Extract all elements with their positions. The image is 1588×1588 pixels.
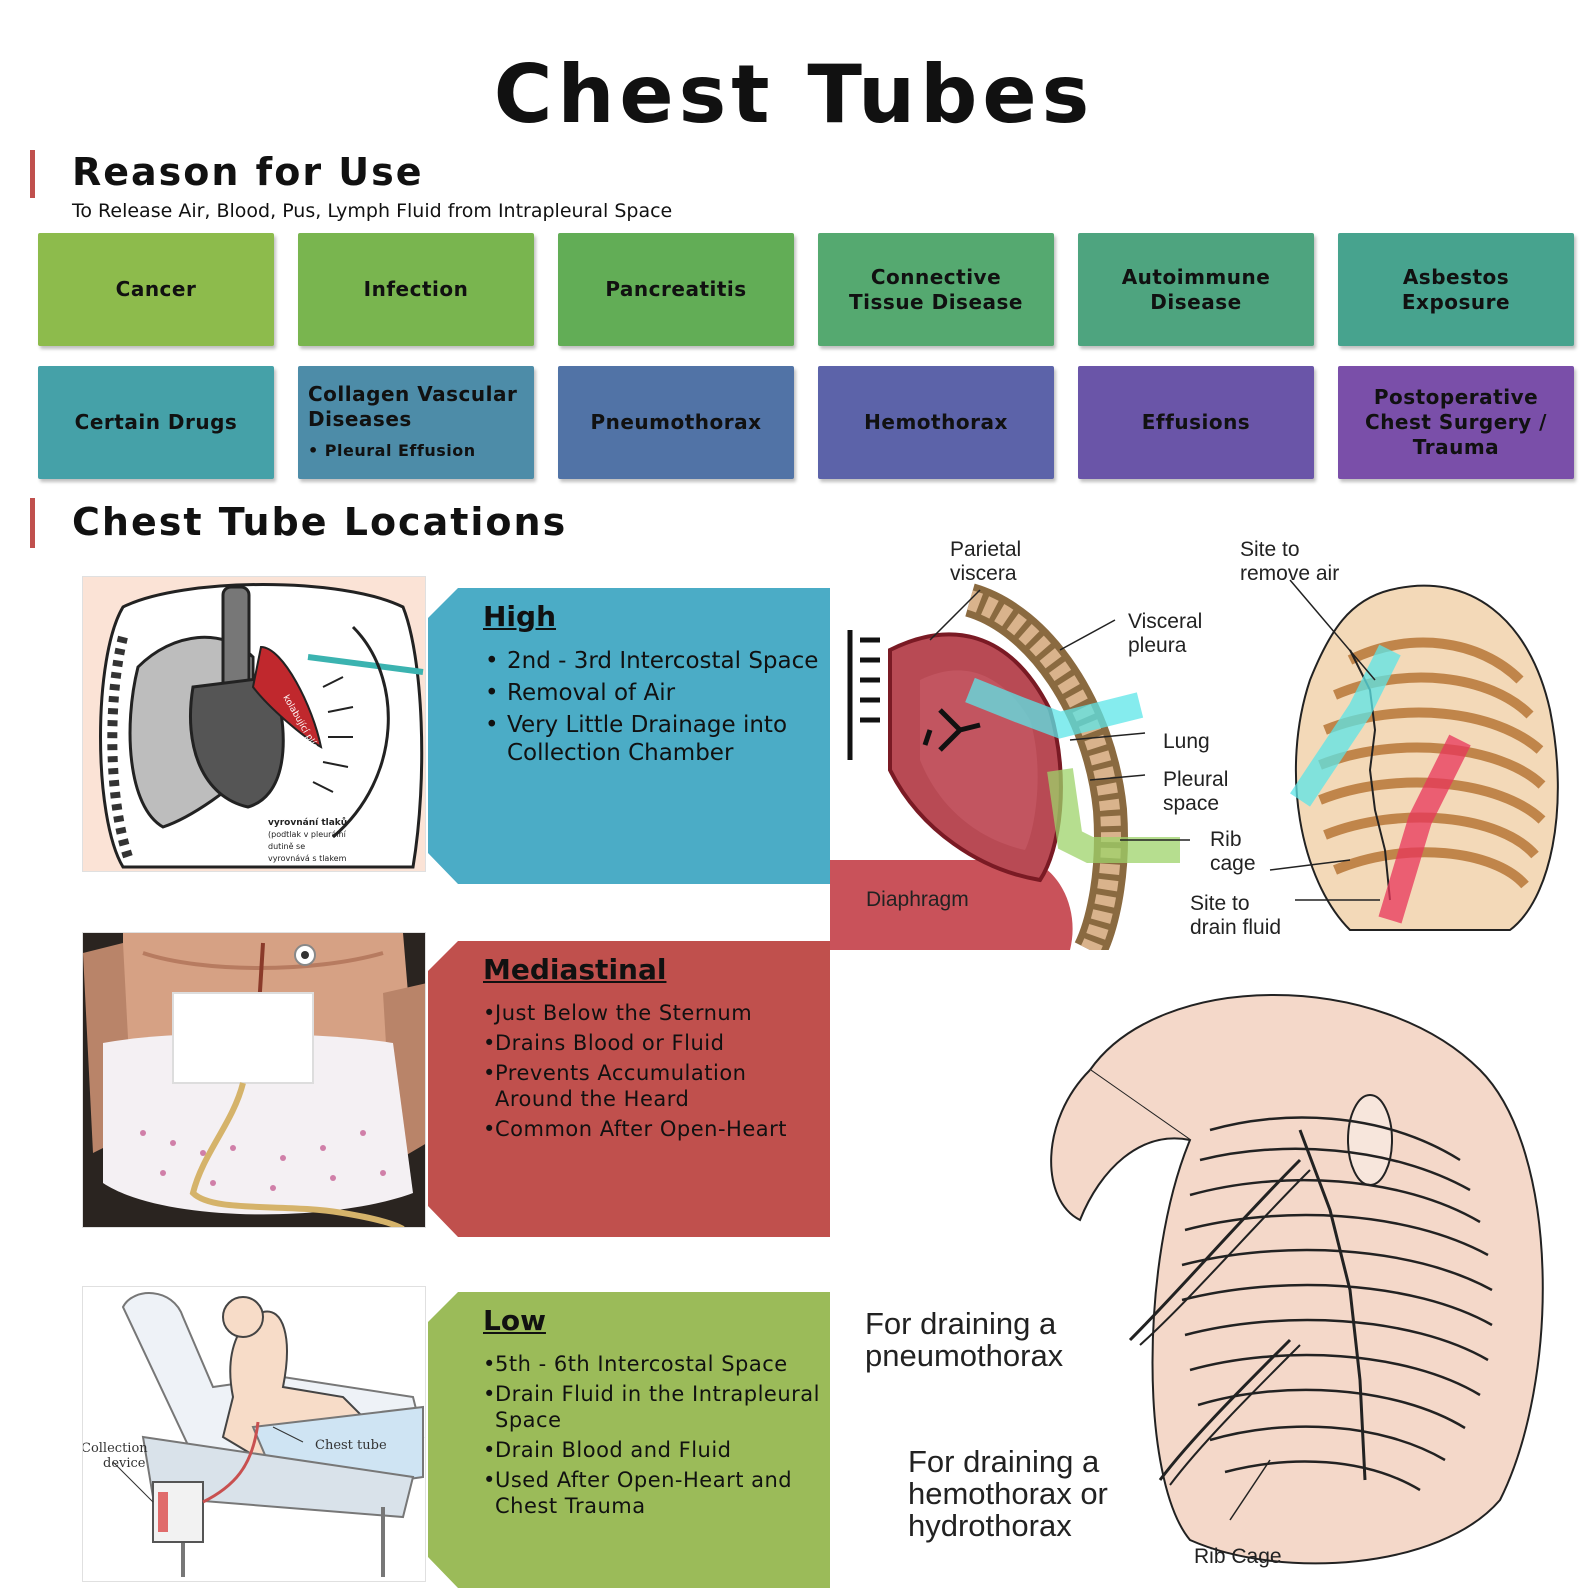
low-item: Drain Fluid in the Intrapleural Space <box>483 1381 823 1433</box>
label-line: Site to <box>1240 538 1300 561</box>
collection-label: Collection <box>83 1441 148 1456</box>
patient-bed-illustration: Collection device Chest tube <box>82 1286 426 1582</box>
reason-bullet: • Pleural Effusion <box>308 441 476 460</box>
reason-box-effusions: Effusions <box>1078 366 1314 479</box>
low-item: Drain Blood and Fluid <box>483 1437 823 1463</box>
collection-label: device <box>103 1456 146 1471</box>
label-rib-cage: Rib Cage <box>1194 1545 1282 1568</box>
mediastinal-title: Mediastinal <box>483 953 667 986</box>
reason-box-asbestos: Asbestos Exposure <box>1338 233 1574 346</box>
label-line: space <box>1163 792 1220 815</box>
reason-box-drugs: Certain Drugs <box>38 366 274 479</box>
reason-label: Connective Tissue Disease <box>849 264 1023 314</box>
low-item: 5th - 6th Intercostal Space <box>483 1351 823 1377</box>
reason-subtitle: To Release Air, Blood, Pus, Lymph Fluid … <box>72 200 673 222</box>
label-line: hydrothorax <box>908 1508 1072 1543</box>
low-title: Low <box>483 1304 546 1337</box>
label-line: Parietal <box>950 538 1022 561</box>
chest-tube-label: Chest tube <box>315 1438 387 1453</box>
page-title: Chest Tubes <box>493 48 1095 141</box>
rib-cage-diagram <box>1050 994 1544 1565</box>
label-line: Site to <box>1190 892 1250 915</box>
reason-label: Collagen Vascular Diseases <box>308 382 518 431</box>
reason-box-connective: Connective Tissue Disease <box>818 233 1054 346</box>
label-line: For draining a <box>908 1444 1100 1479</box>
reason-label: Pneumothorax <box>590 410 762 434</box>
reason-label: Postoperative Chest Surgery / Trauma <box>1365 385 1547 459</box>
reason-box-infection: Infection <box>298 233 534 346</box>
high-item: 2nd - 3rd Intercostal Space <box>483 647 823 675</box>
reason-box-pneumothorax: Pneumothorax <box>558 366 794 479</box>
reason-label: Autoimmune Disease <box>1121 264 1271 314</box>
high-location-panel: High 2nd - 3rd Intercostal Space Removal… <box>428 588 830 884</box>
label-line: hemothorax or <box>908 1476 1108 1511</box>
label-line: Rib <box>1210 828 1242 851</box>
reason-box-collagen: Collagen Vascular Diseases • Pleural Eff… <box>298 366 534 479</box>
label-line: Pleural <box>1163 768 1229 791</box>
caption-line: (podtlak v pleurální <box>268 830 347 839</box>
reason-box-pancreatitis: Pancreatitis <box>558 233 794 346</box>
section-accent-bar <box>30 498 35 548</box>
mediastinal-item: Prevents Accumulation Around the Heard <box>483 1060 823 1112</box>
reason-label: Asbestos Exposure <box>1401 264 1511 314</box>
section-accent-bar <box>30 150 35 198</box>
label-line: viscera <box>950 562 1017 585</box>
locations-heading: Chest Tube Locations <box>72 500 568 544</box>
label-line: pneumothorax <box>865 1338 1064 1373</box>
low-location-panel: Low 5th - 6th Intercostal Space Drain Fl… <box>428 1292 830 1588</box>
label-line: remove air <box>1240 562 1340 585</box>
reason-label: Cancer <box>115 277 197 301</box>
label-line: For draining a <box>865 1306 1057 1341</box>
caption-line: vyrovnání tlaků <box>268 817 347 828</box>
mediastinal-item: Just Below the Sternum <box>483 1000 823 1026</box>
high-item: Removal of Air <box>483 679 823 707</box>
reason-box-autoimmune: Autoimmune Disease <box>1078 233 1314 346</box>
pleura-diagram <box>830 579 1559 950</box>
high-title: High <box>483 600 557 633</box>
high-item: Very Little Drainage into Collection Cha… <box>483 711 823 767</box>
mediastinal-patient-photo <box>82 932 426 1228</box>
reason-bullet-text: Pleural Effusion <box>324 441 476 460</box>
label-line: pleura <box>1128 634 1187 657</box>
label-diaphragm: Diaphragm <box>866 888 969 911</box>
reason-box-postop: Postoperative Chest Surgery / Trauma <box>1338 366 1574 479</box>
label-line: drain fluid <box>1190 916 1282 939</box>
reason-label: Pancreatitis <box>605 277 747 301</box>
mediastinal-item: Drains Blood or Fluid <box>483 1030 823 1056</box>
low-item: Used After Open-Heart and Chest Trauma <box>483 1467 823 1519</box>
reason-label: Infection <box>363 277 469 301</box>
mediastinal-location-panel: Mediastinal Just Below the Sternum Drain… <box>428 941 830 1237</box>
reason-box-cancer: Cancer <box>38 233 274 346</box>
reason-heading: Reason for Use <box>72 150 424 194</box>
caption-line: vyrovnává s tlakem <box>268 854 347 863</box>
caption-line: dutině se <box>268 842 305 851</box>
reason-label: Effusions <box>1141 410 1251 434</box>
mediastinal-item: Common After Open-Heart <box>483 1116 823 1142</box>
reason-label: Hemothorax <box>864 410 1008 434</box>
reason-box-hemothorax: Hemothorax <box>818 366 1054 479</box>
label-line: Visceral <box>1128 610 1203 633</box>
reason-label: Certain Drugs <box>74 410 238 434</box>
label-lung: Lung <box>1163 730 1210 753</box>
lung-collapse-illustration: kolabující plíce vyrovnání tlaků (podtla… <box>82 576 426 872</box>
label-line: cage <box>1210 852 1256 875</box>
